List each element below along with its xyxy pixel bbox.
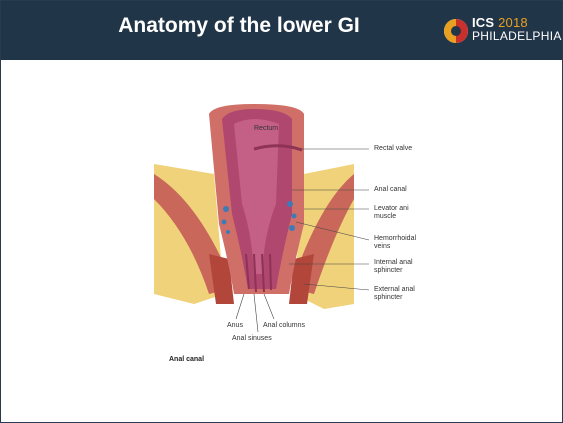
label-rectum: Rectum — [254, 125, 278, 133]
label-external-line2: sphincter — [374, 294, 415, 302]
logo-title: ICS 2018 — [472, 15, 528, 30]
vein-left-1 — [223, 206, 229, 212]
logo-city: PHILADELPHIA — [472, 29, 562, 43]
slide-title: Anatomy of the lower GI — [1, 14, 477, 38]
label-external-line1: External anal — [374, 286, 415, 294]
label-levator-ani-line2: muscle — [374, 213, 409, 221]
logo-ics-text: ICS — [472, 15, 494, 30]
vein-right-3 — [289, 225, 295, 231]
vein-right-1 — [287, 201, 293, 207]
label-internal-line2: sphincter — [374, 267, 413, 275]
vein-left-3 — [226, 230, 230, 234]
figure-caption: Anal canal — [169, 356, 204, 363]
label-hemorrhoidal-line1: Hemorrhoidal — [374, 235, 416, 243]
label-levator-ani-line1: Levator ani — [374, 205, 409, 213]
ics-logo-icon — [442, 17, 470, 45]
anal-canal-illustration — [154, 104, 444, 344]
label-anus: Anus — [227, 322, 243, 330]
label-anal-sinuses: Anal sinuses — [232, 335, 272, 343]
label-internal-line1: Internal anal — [374, 259, 413, 267]
ics-logo: ICS 2018 PHILADELPHIA — [442, 13, 560, 49]
vein-right-2 — [292, 214, 297, 219]
logo-year-text: 2018 — [498, 15, 528, 30]
slide-header: Anatomy of the lower GI ICS 2018 PHILADE… — [1, 1, 562, 60]
label-anal-columns: Anal columns — [263, 322, 305, 330]
label-internal-sphincter: Internal anal sphincter — [374, 259, 413, 275]
vein-left-2 — [222, 220, 227, 225]
label-hemorrhoidal-veins: Hemorrhoidal veins — [374, 235, 416, 251]
label-anal-canal: Anal canal — [374, 186, 407, 194]
label-external-sphincter: External anal sphincter — [374, 286, 415, 302]
label-levator-ani: Levator ani muscle — [374, 205, 409, 221]
label-hemorrhoidal-line2: veins — [374, 243, 416, 251]
label-rectal-valve: Rectal valve — [374, 145, 412, 153]
